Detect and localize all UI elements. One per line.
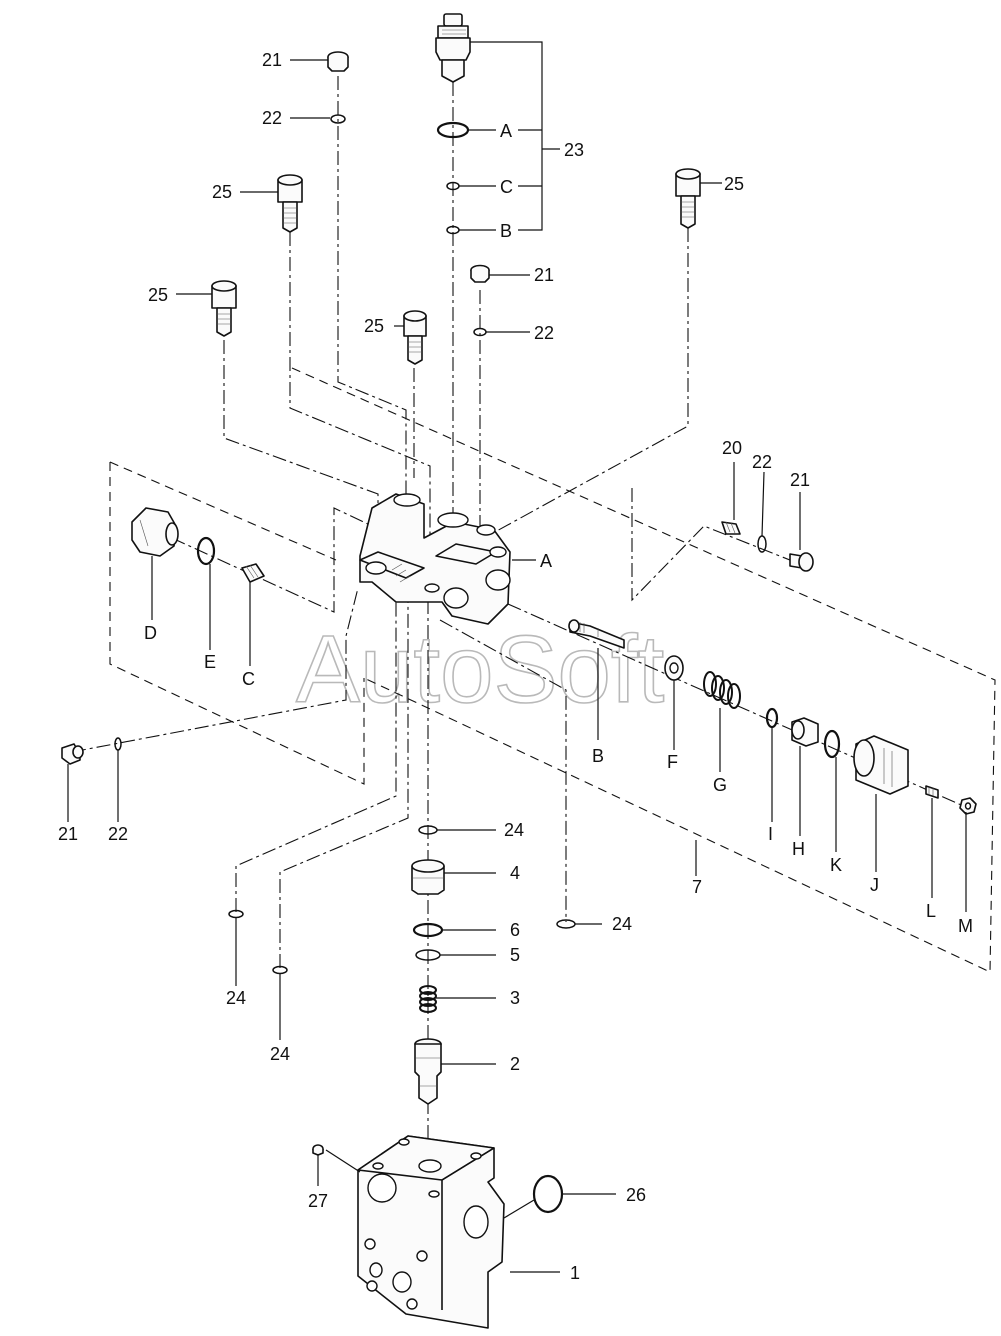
callout-h: H bbox=[792, 839, 805, 859]
callout-21: 21 bbox=[262, 50, 282, 70]
poppet-4 bbox=[411, 859, 445, 895]
callout-22: 22 bbox=[262, 108, 282, 128]
callout-22: 22 bbox=[534, 323, 554, 343]
plug-21-top bbox=[327, 51, 349, 72]
set-screw-c bbox=[241, 563, 265, 583]
leader-lines bbox=[67, 41, 967, 1273]
subassembly-boundary bbox=[109, 367, 996, 973]
nut-m bbox=[959, 797, 977, 815]
spring-g bbox=[703, 671, 741, 709]
callout-b: B bbox=[592, 746, 604, 766]
valve-block bbox=[359, 493, 511, 625]
callout-7: 7 bbox=[692, 877, 702, 897]
callout-25: 25 bbox=[724, 174, 744, 194]
callout-6: 6 bbox=[510, 920, 520, 940]
callout-k: K bbox=[830, 855, 842, 875]
callout-5: 5 bbox=[510, 945, 520, 965]
bolt-25-center bbox=[403, 310, 427, 365]
callout-21: 21 bbox=[790, 470, 810, 490]
callout-24: 24 bbox=[612, 914, 632, 934]
callout-i: I bbox=[768, 824, 773, 844]
callout-1: 1 bbox=[570, 1263, 580, 1283]
callout-25: 25 bbox=[212, 182, 232, 202]
callout-j: J bbox=[870, 875, 879, 895]
callout-a: A bbox=[500, 121, 512, 141]
callout-24: 24 bbox=[226, 988, 246, 1008]
set-screw-l bbox=[925, 785, 939, 799]
callout-24: 24 bbox=[504, 820, 524, 840]
relief-valve-cartridge bbox=[435, 13, 471, 83]
o-ring-26 bbox=[532, 1174, 564, 1214]
o-ring-22-right bbox=[757, 535, 767, 553]
plug-d bbox=[131, 507, 179, 557]
callout-l: L bbox=[926, 901, 936, 921]
piston-h bbox=[791, 717, 819, 747]
callout-24: 24 bbox=[270, 1044, 290, 1064]
spring-3 bbox=[419, 985, 437, 1013]
callout-m: M bbox=[958, 916, 973, 936]
callout-g: G bbox=[713, 775, 727, 795]
callout-labels: 21 22 25 25 25 25 21 22 A C B 23 20 22 2… bbox=[58, 50, 973, 1283]
callout-25: 25 bbox=[148, 285, 168, 305]
o-ring-24-left-a bbox=[228, 909, 244, 919]
callout-23: 23 bbox=[564, 140, 584, 160]
lower-body-1 bbox=[357, 1135, 505, 1329]
callout-22: 22 bbox=[752, 452, 772, 472]
spool-2 bbox=[414, 1038, 442, 1105]
o-ring-e bbox=[196, 536, 216, 566]
watermark-text: AutoSoft bbox=[296, 616, 664, 723]
callout-26: 26 bbox=[626, 1185, 646, 1205]
callout-a: A bbox=[540, 551, 552, 571]
callout-2: 2 bbox=[510, 1054, 520, 1074]
callout-3: 3 bbox=[510, 988, 520, 1008]
callout-25: 25 bbox=[364, 316, 384, 336]
callout-4: 4 bbox=[510, 863, 520, 883]
callout-22: 22 bbox=[108, 824, 128, 844]
adjuster-j bbox=[853, 735, 909, 795]
callout-20: 20 bbox=[722, 438, 742, 458]
set-screw-20 bbox=[721, 521, 741, 535]
callout-e: E bbox=[204, 652, 216, 672]
callout-b: B bbox=[500, 221, 512, 241]
plug-21-center bbox=[470, 264, 490, 283]
callout-21: 21 bbox=[534, 265, 554, 285]
bolt-25-top-left bbox=[277, 174, 303, 233]
plug-21-left bbox=[61, 743, 84, 765]
plug-21-right bbox=[789, 552, 814, 572]
o-ring-k bbox=[823, 729, 841, 759]
plug-27 bbox=[312, 1144, 324, 1156]
callout-f: F bbox=[667, 752, 678, 772]
callout-21: 21 bbox=[58, 824, 78, 844]
bolt-25-left-lower bbox=[211, 280, 237, 337]
callout-c: C bbox=[242, 669, 255, 689]
o-ring-24-left-b bbox=[272, 965, 288, 975]
callout-c: C bbox=[500, 177, 513, 197]
o-ring-i bbox=[765, 707, 779, 729]
bolt-25-right bbox=[675, 168, 701, 229]
o-ring-22-top bbox=[330, 114, 346, 124]
spool-b bbox=[568, 619, 625, 649]
callout-d: D bbox=[144, 623, 157, 643]
callout-27: 27 bbox=[308, 1191, 328, 1211]
